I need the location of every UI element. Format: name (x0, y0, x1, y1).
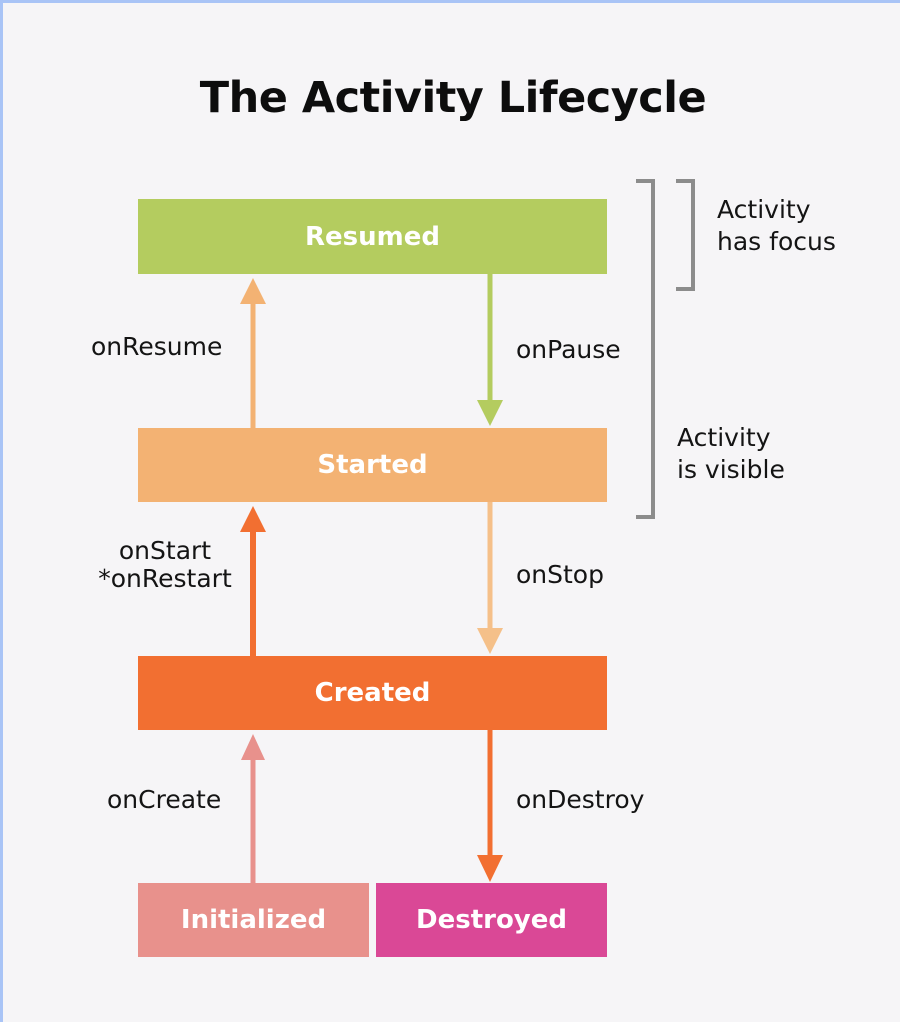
transition-label-oncreate: onCreate (107, 785, 222, 814)
arrow-oncreate (241, 734, 265, 885)
transition-label-onstop: onStop (516, 560, 604, 589)
state-label-started: Started (317, 450, 428, 480)
arrow-onstop (477, 502, 503, 654)
state-box-initialized: Initialized (138, 883, 369, 957)
page-title: The Activity Lifecycle (199, 73, 707, 123)
transition-label-onstart: onStart *onRestart (98, 536, 232, 593)
state-box-created: Created (138, 656, 607, 730)
transition-label-onresume: onResume (91, 332, 223, 361)
bracket-is-visible (636, 179, 655, 519)
arrow-onresume (240, 278, 266, 430)
transition-label-onpause: onPause (516, 335, 621, 364)
state-box-destroyed: Destroyed (376, 883, 607, 957)
arrow-onstart (240, 506, 266, 658)
state-box-started: Started (138, 428, 607, 502)
annotation-is-visible: Activity is visible (677, 423, 785, 484)
transition-label-ondestroy: onDestroy (516, 785, 645, 814)
state-label-created: Created (314, 678, 431, 708)
arrow-ondestroy (477, 730, 503, 882)
bracket-has-focus (676, 179, 695, 291)
state-box-resumed: Resumed (138, 199, 607, 274)
state-label-initialized: Initialized (180, 905, 327, 935)
annotation-has-focus: Activity has focus (717, 195, 836, 256)
state-label-resumed: Resumed (305, 221, 440, 252)
state-label-destroyed: Destroyed (416, 905, 567, 935)
arrow-onpause (477, 274, 503, 426)
